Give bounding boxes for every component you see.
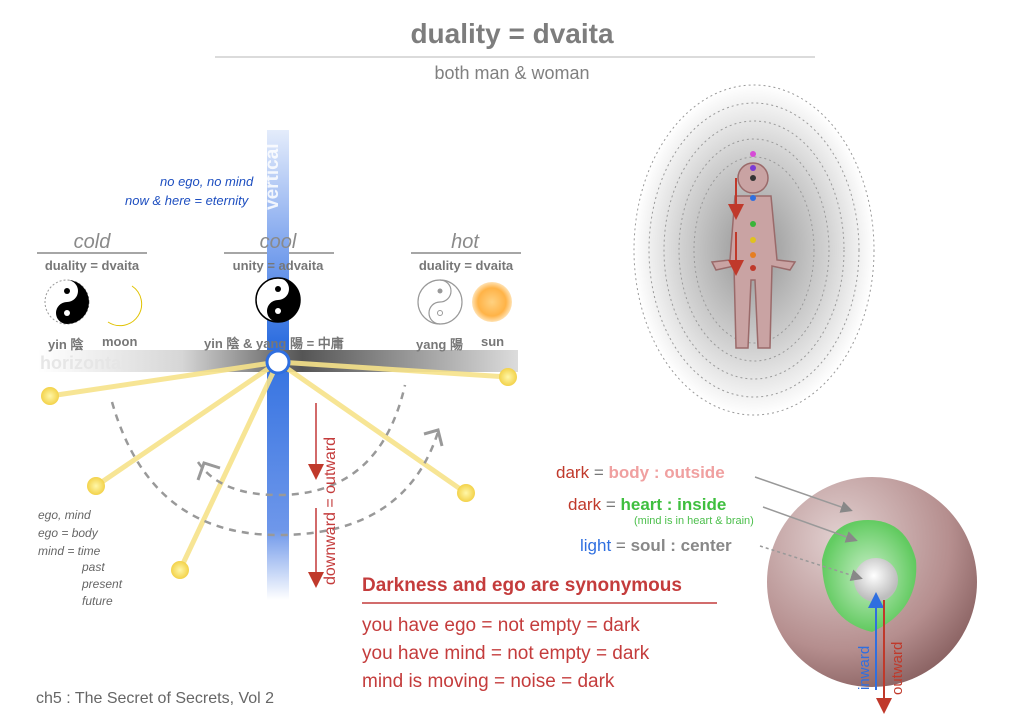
dark-label: dark bbox=[556, 463, 590, 482]
statement-line: you have ego = not empty = dark bbox=[362, 615, 640, 636]
equals-sign: = bbox=[605, 495, 616, 514]
yin-yang-icon bbox=[44, 279, 90, 325]
yang-label: yang 陽 bbox=[416, 337, 463, 352]
statement-heading: Darkness and ego are synonymous bbox=[362, 575, 682, 596]
hot-heading: hot bbox=[451, 231, 479, 253]
cool-heading: cool bbox=[259, 231, 297, 253]
ego-note: ego, mind bbox=[38, 508, 91, 522]
ego-note: future bbox=[82, 594, 113, 608]
soul-center-label: soul : center bbox=[630, 536, 732, 555]
moon-label: moon bbox=[102, 334, 138, 349]
ego-note: ego = body bbox=[38, 526, 98, 540]
ego-note: mind = time bbox=[38, 544, 101, 558]
horizontal-label: horizontal bbox=[40, 353, 126, 373]
no-ego-line1: no ego, no mind bbox=[160, 174, 254, 189]
yin-yang-label: yin 陰 & yang 陽 = 中庸 bbox=[204, 336, 344, 351]
no-ego-line2: now & here = eternity bbox=[125, 193, 249, 208]
cold-sub: duality = dvaita bbox=[44, 258, 140, 273]
equals-sign: = bbox=[615, 536, 626, 555]
outward-label: outward bbox=[889, 641, 906, 695]
dark-label: dark bbox=[568, 495, 602, 514]
inward-label: inward bbox=[856, 645, 873, 690]
downward-label: downward = outward bbox=[322, 436, 339, 585]
ego-note: present bbox=[82, 577, 123, 591]
page-title: duality = dvaita bbox=[410, 18, 614, 49]
yin-label: yin 陰 bbox=[48, 337, 84, 352]
ego-note: past bbox=[82, 560, 105, 574]
heart-note: (mind is in heart & brain) bbox=[634, 515, 754, 527]
vertical-label: vertical bbox=[262, 143, 283, 210]
page-subtitle: both man & woman bbox=[434, 63, 590, 83]
equals-sign: = bbox=[593, 463, 604, 482]
cold-heading: cold bbox=[73, 231, 111, 253]
hot-sub: duality = dvaita bbox=[418, 258, 514, 273]
sun-label: sun bbox=[481, 334, 505, 349]
footer-caption: ch5 : The Secret of Secrets, Vol 2 bbox=[36, 690, 275, 707]
heart-inside-label: heart : inside bbox=[620, 495, 727, 514]
statement-line: mind is moving = noise = dark bbox=[362, 671, 615, 692]
light-label: light bbox=[580, 536, 612, 555]
cool-sub: unity = advaita bbox=[232, 258, 324, 273]
statement-line: you have mind = not empty = dark bbox=[362, 643, 650, 664]
body-outside-label: body : outside bbox=[608, 463, 725, 482]
